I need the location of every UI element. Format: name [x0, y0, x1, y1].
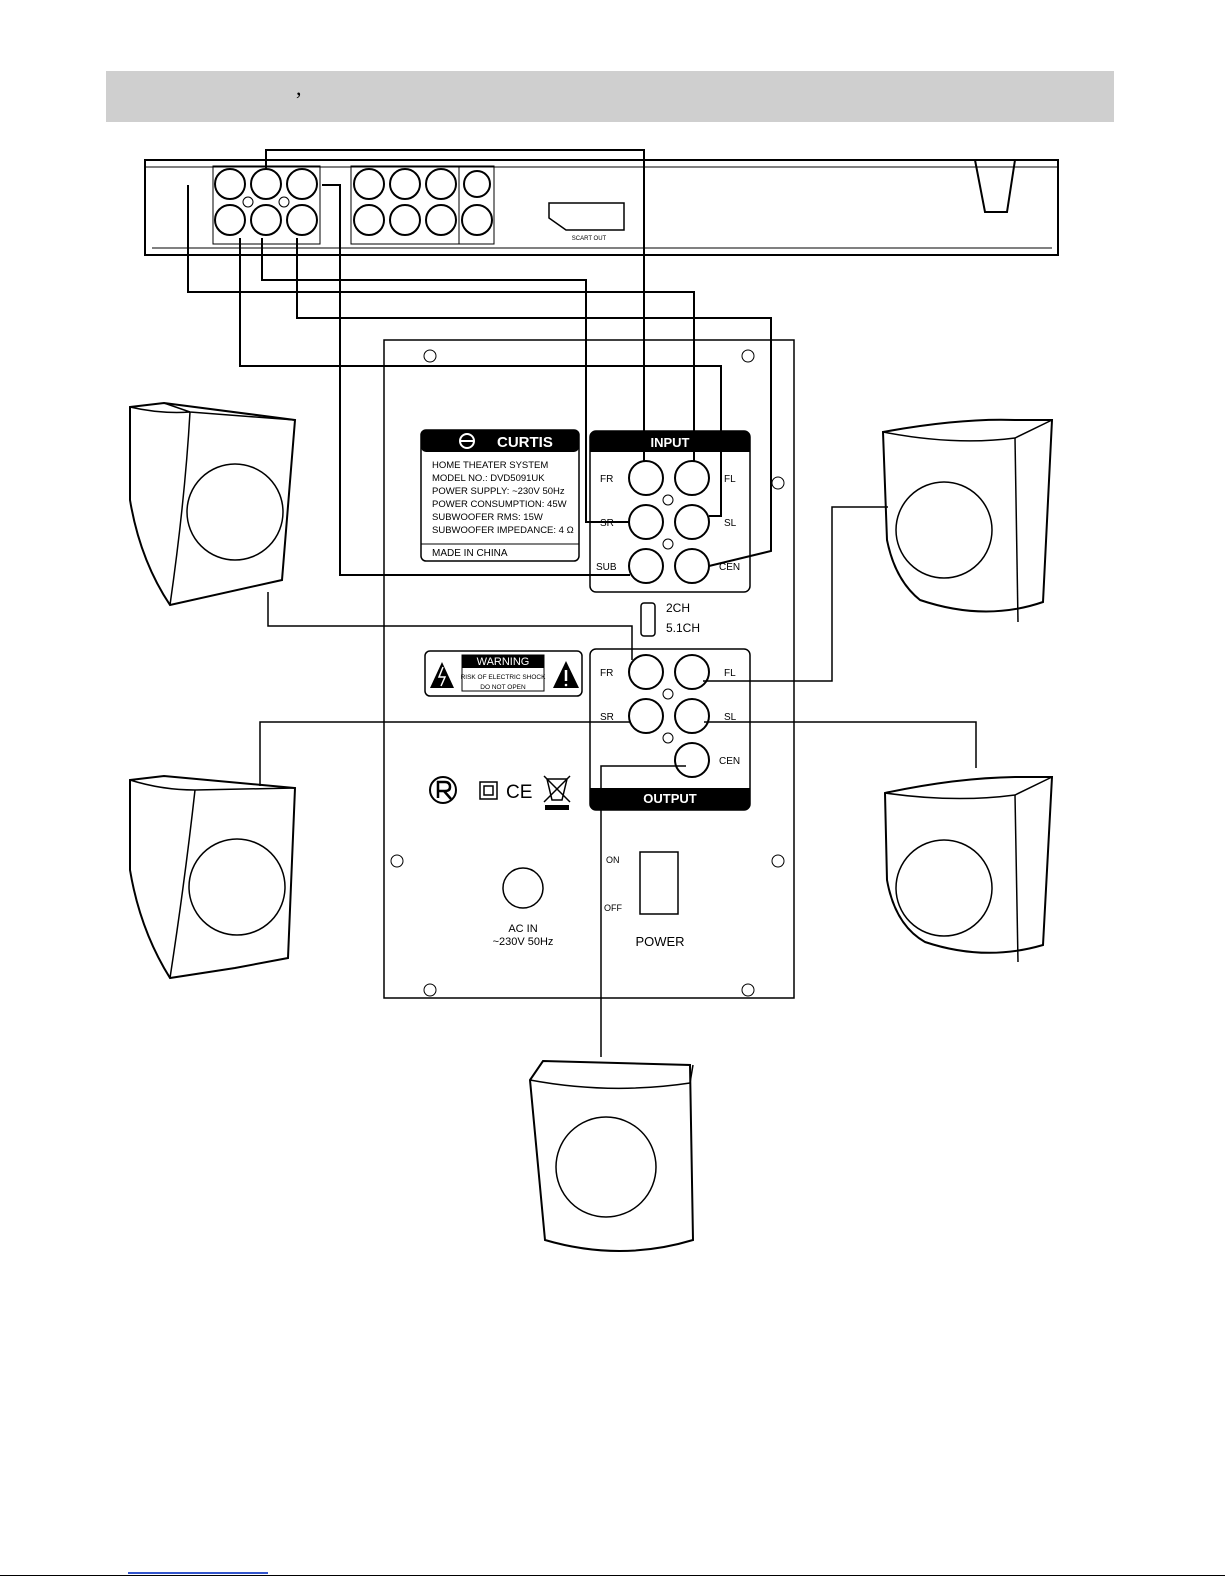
ce-mark-icon: CE [506, 782, 532, 803]
rating-line-6: SUBWOOFER IMPEDANCE: 4 Ω [432, 525, 574, 536]
channel-mode-switch[interactable] [640, 602, 656, 637]
certification-marks [429, 775, 571, 810]
rating-line-3: POWER SUPPLY: ~230V 50Hz [432, 486, 565, 497]
r-mark-icon [429, 776, 457, 804]
speaker-front-left [881, 418, 1054, 623]
output-sr-label: SR [600, 712, 614, 723]
rating-line-4: POWER CONSUMPTION: 45W [432, 499, 567, 510]
footer-link-underline[interactable] [128, 1572, 268, 1574]
input-sl-jack [674, 504, 710, 540]
subwoofer-back-plate [383, 339, 795, 999]
power-off-label: OFF [604, 903, 622, 913]
lightning-warning-icon [430, 662, 454, 688]
warning-line-1: RISK OF ELECTRIC SHOCK [461, 674, 547, 681]
output-sl-jack [674, 698, 710, 734]
dvd-player-rear-panel: SCART OUT [144, 159, 1059, 256]
input-cen-label: CEN [719, 562, 740, 573]
rating-line-1: HOME THEATER SYSTEM [432, 460, 548, 471]
input-fr-jack [628, 460, 664, 496]
output-panel-title: OUTPUT [643, 791, 697, 806]
input-fr-label: FR [600, 474, 613, 485]
input-sr-jack [628, 504, 664, 540]
brand-name: CURTIS [497, 434, 553, 451]
made-in-label: MADE IN CHINA [432, 548, 508, 559]
speaker-surround-left [883, 776, 1054, 963]
mode-51ch-label: 5.1CH [666, 621, 700, 635]
ac-inlet [502, 867, 544, 909]
power-switch[interactable] [639, 851, 679, 915]
warning-title: WARNING [477, 656, 530, 668]
output-cen-label: CEN [719, 756, 740, 767]
section-header-bar: , [106, 71, 1114, 122]
rating-line-2: MODEL NO.: DVD5091UK [432, 473, 545, 484]
speaker-center [528, 1059, 695, 1252]
mode-2ch-label: 2CH [666, 601, 690, 615]
output-fr-label: FR [600, 668, 613, 679]
output-wiring [259, 506, 977, 1057]
input-sub-label: SUB [596, 562, 617, 573]
speaker-surround-right [129, 774, 297, 980]
output-fl-jack [674, 654, 710, 690]
dvd-output-jacks [214, 168, 493, 236]
rating-label [420, 429, 580, 562]
output-fr-jack [628, 654, 664, 690]
ac-spec-label: ~230V 50Hz [493, 936, 554, 948]
power-on-label: ON [606, 855, 620, 865]
output-cen-jack [674, 742, 710, 778]
header-mark: , [296, 75, 302, 100]
warning-label [424, 650, 583, 697]
warning-line-2: DO NOT OPEN [480, 684, 526, 691]
ac-in-label: AC IN [508, 923, 537, 935]
footer-rule [0, 1575, 1225, 1576]
double-insulation-icon [479, 781, 498, 800]
input-fl-label: FL [724, 474, 736, 485]
input-wiring [187, 149, 772, 576]
weee-bin-icon [543, 775, 571, 810]
output-fl-label: FL [724, 668, 736, 679]
input-sub-jack [628, 548, 664, 584]
input-fl-jack [674, 460, 710, 496]
power-switch-label: POWER [635, 934, 684, 949]
output-panel [589, 648, 751, 811]
speaker-front-right [129, 401, 297, 607]
input-sr-label: SR [600, 518, 614, 529]
input-panel-title: INPUT [651, 435, 690, 450]
scart-out-label: SCART OUT [572, 236, 607, 242]
output-sl-label: SL [724, 712, 737, 723]
input-cen-jack [674, 548, 710, 584]
output-sr-jack [628, 698, 664, 734]
input-sl-label: SL [724, 518, 737, 529]
scart-connector [548, 202, 625, 231]
rating-line-5: SUBWOOFER RMS: 15W [432, 512, 543, 523]
